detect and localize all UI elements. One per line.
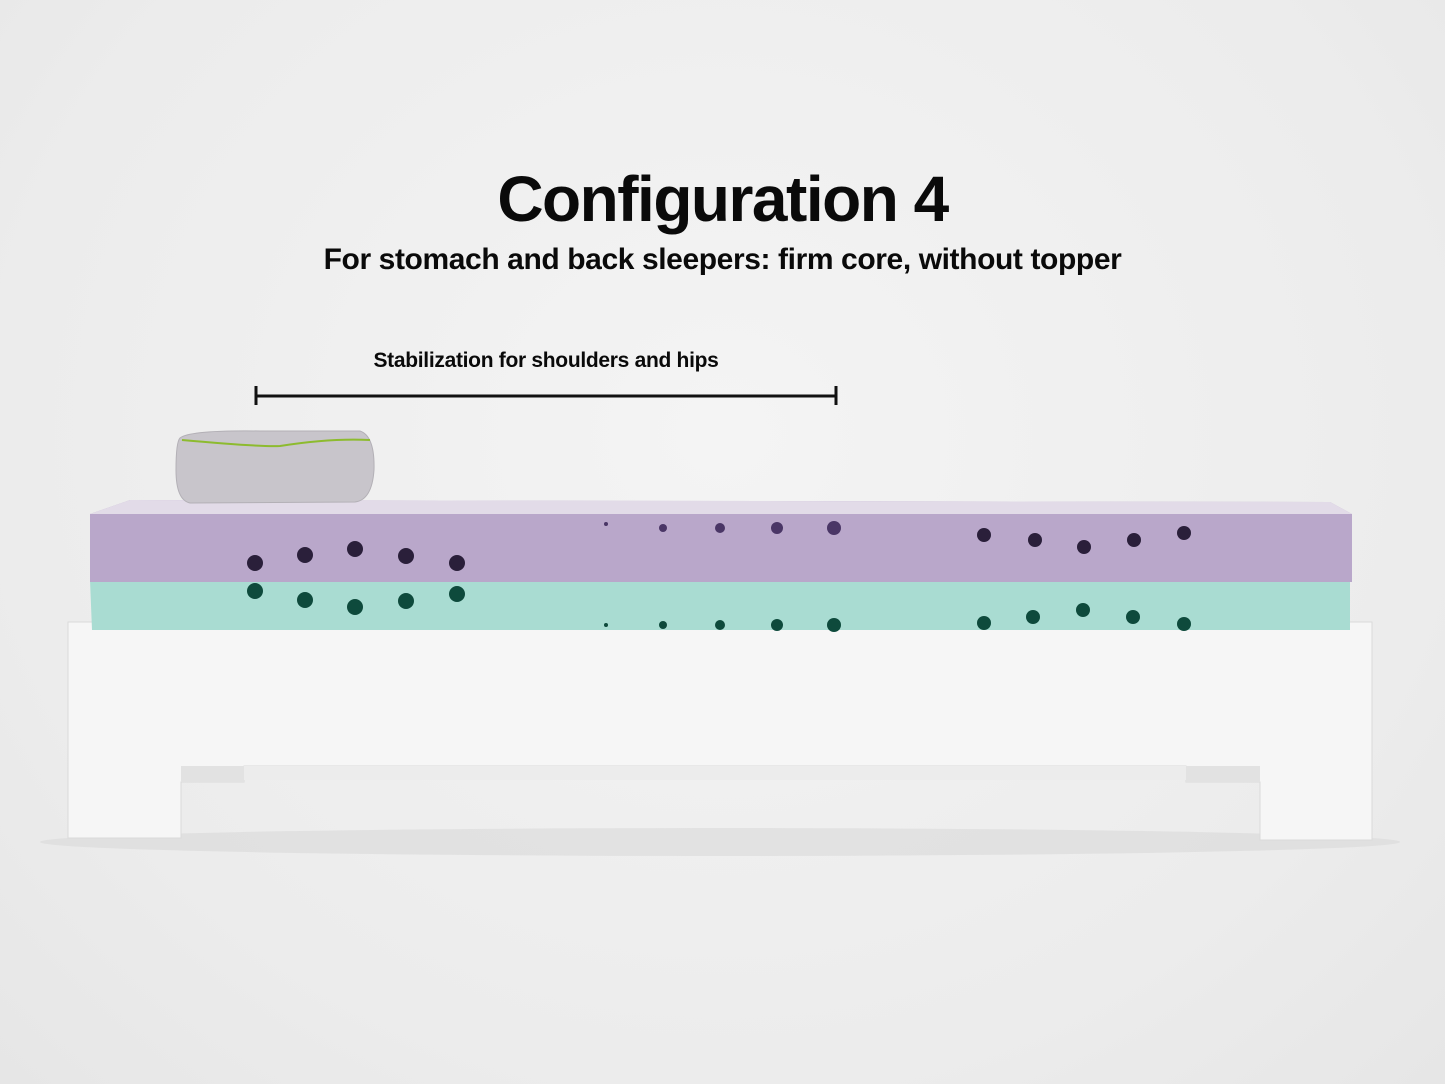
bed-frame (67, 621, 1373, 841)
hole (398, 593, 414, 609)
hole (827, 618, 841, 632)
floor-shadow (40, 828, 1400, 856)
hole (715, 620, 725, 630)
hole (659, 524, 667, 532)
hole (1028, 533, 1042, 547)
stabilization-range-bracket (254, 386, 838, 405)
hole (771, 522, 783, 534)
hole (247, 555, 263, 571)
pillow (175, 430, 375, 504)
ventilation-holes (247, 521, 1191, 632)
hole (1077, 540, 1091, 554)
hole (297, 547, 313, 563)
hole (827, 521, 841, 535)
hole (247, 583, 263, 599)
hole (347, 541, 363, 557)
hole (1177, 617, 1191, 631)
hole (604, 623, 608, 627)
hole (347, 599, 363, 615)
hole (449, 586, 465, 602)
hole (1026, 610, 1040, 624)
hole (771, 619, 783, 631)
page-subtitle: For stomach and back sleepers: firm core… (323, 243, 1122, 276)
hole (715, 523, 725, 533)
hole (297, 592, 313, 608)
hole (1177, 526, 1191, 540)
stabilization-label: Stabilization for shoulders and hips (373, 349, 719, 372)
hole (977, 528, 991, 542)
hole (449, 555, 465, 571)
hole (398, 548, 414, 564)
hole (659, 621, 667, 629)
page-title: Configuration 4 (497, 163, 949, 235)
hole (1076, 603, 1090, 617)
hole (1126, 610, 1140, 624)
hole (977, 616, 991, 630)
hole (604, 522, 608, 526)
hole (1127, 533, 1141, 547)
